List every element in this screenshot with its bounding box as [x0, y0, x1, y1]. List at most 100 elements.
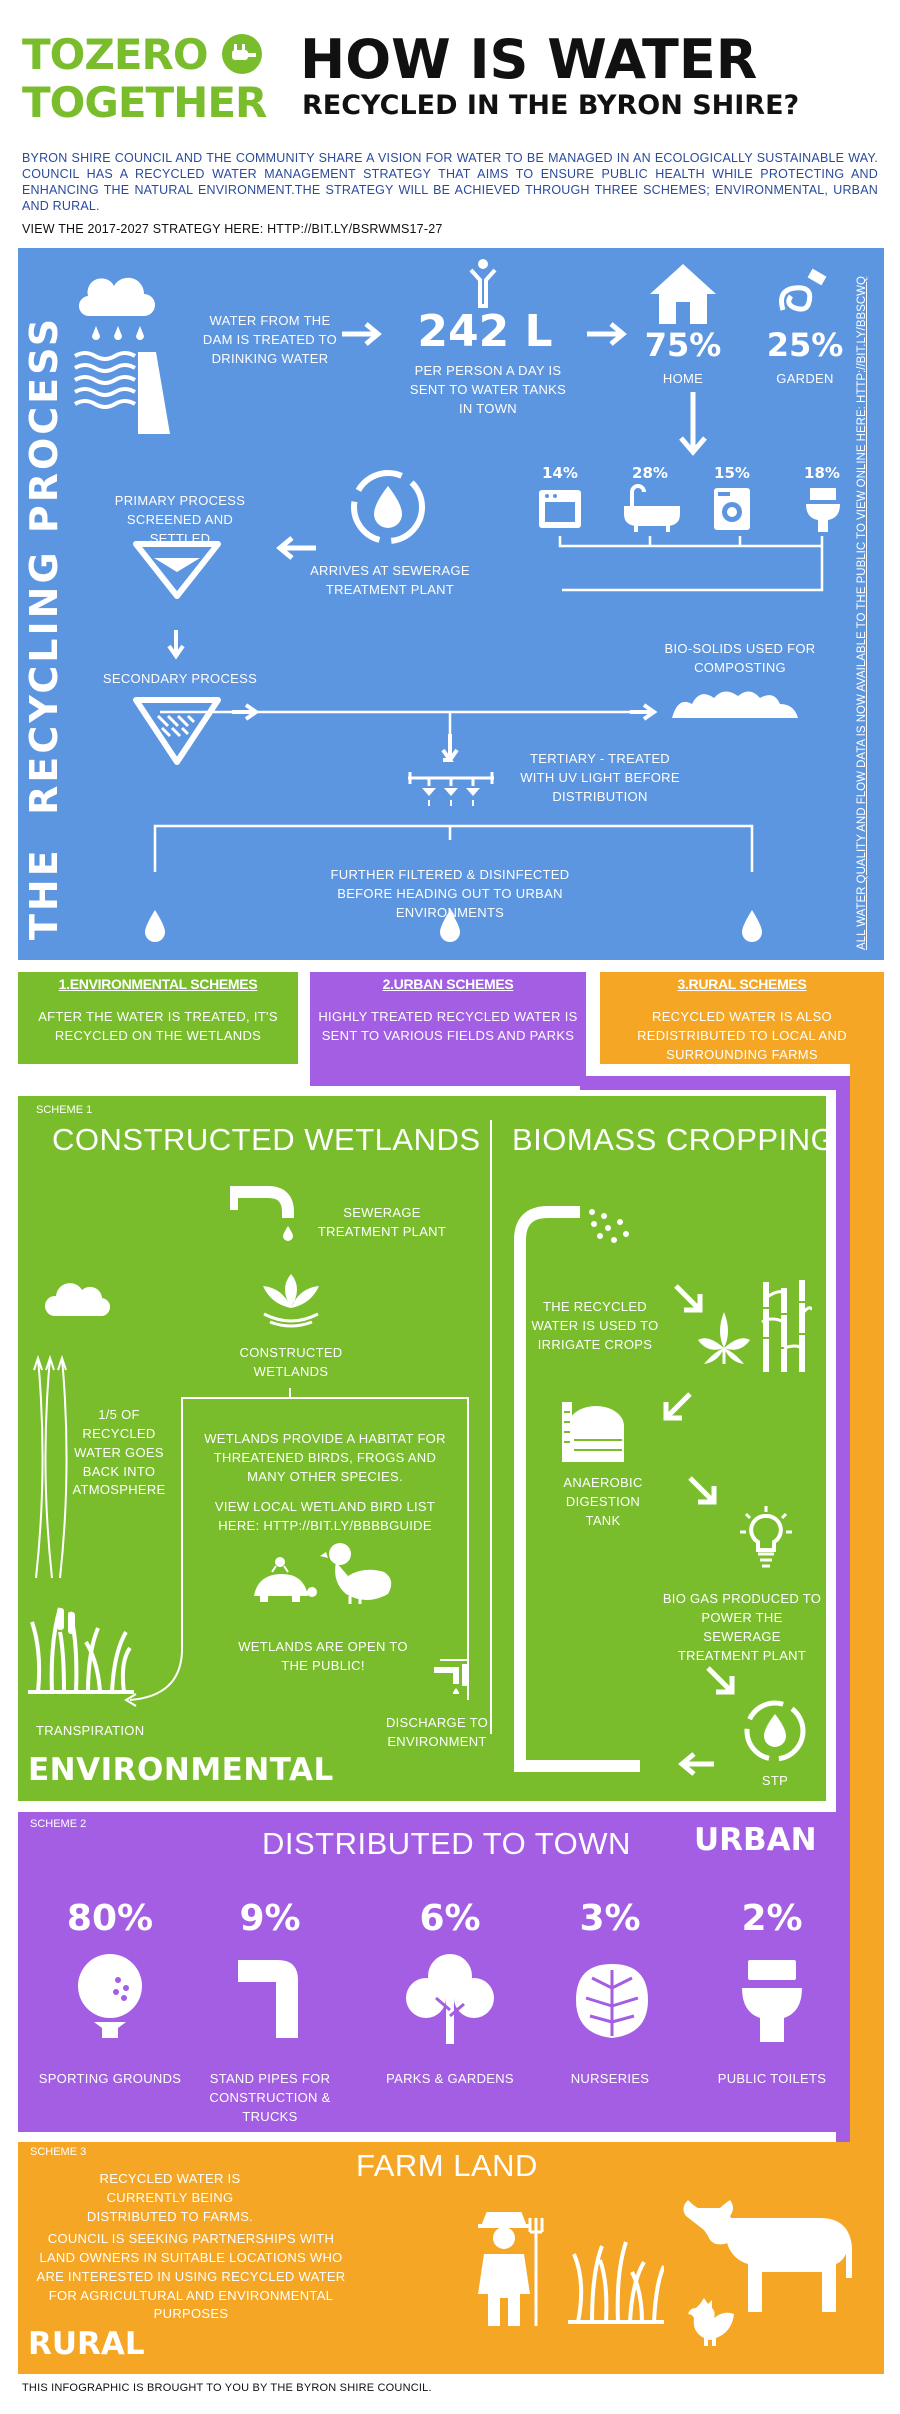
arrives-text: ARRIVES AT SEWERAGE TREATMENT PLANT	[310, 563, 470, 597]
arrow-right-icon	[585, 322, 629, 346]
recycling-process-panel	[18, 248, 884, 960]
habitat-text: WETLANDS PROVIDE A HABITAT FOR THREATENE…	[204, 1431, 446, 1484]
filtered-text: FURTHER FILTERED & DISINFECTED BEFORE HE…	[330, 867, 570, 920]
urban-pct-standpipes: 9%	[239, 1898, 301, 1939]
garden-pct: 25%	[766, 326, 844, 364]
cow-icon	[680, 2196, 856, 2312]
scheme-rural-text: RECYCLED WATER IS ALSO REDISTRIBUTED TO …	[637, 1009, 847, 1062]
scheme-env-header	[18, 972, 298, 1064]
reeds-icon	[28, 1600, 134, 1696]
laundry-pct: 15%	[714, 464, 750, 482]
scheme-env-text: AFTER THE WATER IS TREATED, IT'S RECYCLE…	[38, 1009, 278, 1043]
fifth-text: 1/5 OF RECYCLED WATER GOES BACK INTO ATM…	[72, 1407, 166, 1498]
biogas-text: BIO GAS PRODUCED TO POWER THE SEWERAGE T…	[662, 1591, 822, 1663]
discharge-text: DISCHARGE TO ENVIRONMENT	[385, 1715, 489, 1749]
footer-text: THIS INFOGRAPHIC IS BROUGHT TO YOU BY TH…	[22, 2382, 432, 2394]
urban-label-sporting: SPORTING GROUNDS	[38, 2071, 182, 2086]
sprinkler-drops-icon	[584, 1208, 634, 1248]
toilet-icon	[804, 486, 842, 534]
arrow-down-icon	[440, 734, 460, 764]
scheme2-label: SCHEME 2	[30, 1818, 87, 1830]
recycle-drop-icon	[740, 1696, 810, 1766]
urban-label-toilets: PUBLIC TOILETS	[717, 2071, 827, 2086]
primary-filter-icon	[132, 540, 222, 600]
garden-label: GARDEN	[776, 371, 834, 386]
rural-text-1: RECYCLED WATER IS CURRENTLY BEING DISTRI…	[86, 2171, 254, 2224]
logo-to: TO	[22, 30, 85, 79]
turtle-icon	[248, 1556, 318, 1606]
farmer-icon	[470, 2210, 550, 2328]
bath-icon	[622, 484, 682, 532]
urban-pct-toilets: 2%	[741, 1898, 803, 1939]
toilet-icon	[740, 1958, 804, 2044]
biosolids-text: BIO-SOLIDS USED FOR COMPOSTING	[664, 641, 816, 675]
person-icon	[468, 258, 498, 308]
washing-machine-icon	[712, 486, 752, 532]
arrow-down-icon	[678, 392, 708, 462]
rural-title: FARM LAND	[356, 2148, 538, 2183]
strategy-link[interactable]: VIEW THE 2017-2027 STRATEGY HERE: HTTP:/…	[22, 222, 443, 236]
dam-text: WATER FROM THE DAM IS TREATED TO DRINKIN…	[202, 313, 338, 366]
irrigation-pipe	[514, 1206, 640, 1772]
arrow-diag-icon	[672, 1282, 706, 1316]
per-person-text: PER PERSON A DAY IS SENT TO WATER TANKS …	[409, 363, 567, 416]
bath-pct: 28%	[632, 464, 668, 482]
discharge-pipe-icon	[432, 1664, 472, 1694]
scheme-urban-header	[310, 972, 586, 1064]
arrow-right-icon	[340, 322, 384, 346]
urban-pct-nurseries: 3%	[579, 1898, 641, 1939]
arrow-right-icon	[628, 702, 658, 722]
urban-pct-parks: 6%	[419, 1898, 481, 1939]
bird-list-text[interactable]: VIEW LOCAL WETLAND BIRD LIST HERE: HTTP:…	[214, 1499, 436, 1533]
per-person-value: 242 L	[417, 306, 553, 357]
urban-label-parks: PARKS & GARDENS	[386, 2071, 514, 2086]
hose-icon	[775, 266, 831, 320]
drop-icon	[143, 908, 167, 942]
toilet-pct: 18%	[804, 464, 840, 482]
page-title: HOW IS WATER	[300, 28, 758, 91]
arrow-left-icon	[274, 536, 318, 560]
intro-text: BYRON SHIRE COUNCIL AND THE COMMUNITY SH…	[22, 151, 878, 213]
light-bulb-icon	[738, 1506, 794, 1572]
chicken-icon	[688, 2298, 736, 2350]
urban-label-standpipes: STAND PIPES FOR CONSTRUCTION & TRUCKS	[209, 2071, 331, 2124]
bamboo-icon	[754, 1278, 812, 1374]
arrow-left-icon	[676, 1752, 716, 1776]
scheme-env-title: 1.ENVIRONMENTAL SCHEMES	[58, 976, 258, 992]
cannabis-icon	[694, 1310, 754, 1366]
arrow-right-icon	[230, 702, 260, 722]
scheme-urban-title: 2.URBAN SCHEMES	[382, 976, 514, 992]
tertiary-text: TERTIARY - TREATED WITH UV LIGHT BEFORE …	[520, 751, 680, 804]
orange-connector	[850, 1064, 884, 2154]
scheme-urban-text: HIGHLY TREATED RECYCLED WATER IS SENT TO…	[318, 1009, 578, 1043]
env-flow-lines	[33, 1354, 469, 1707]
uv-light-icon	[404, 770, 498, 810]
drop-icon	[438, 908, 462, 942]
duck-icon	[320, 1540, 396, 1606]
open-to-public-text: WETLANDS ARE OPEN TO THE PUBLIC!	[238, 1639, 408, 1673]
scheme-rural-title: 3.RURAL SCHEMES	[677, 976, 807, 992]
cloud-icon	[44, 1280, 110, 1320]
purple-connector	[310, 1064, 586, 1086]
golf-ball-icon	[72, 1952, 148, 2042]
urban-pct-sporting: 80%	[66, 1898, 154, 1939]
tap-icon	[228, 1186, 304, 1242]
arrow-diag-icon	[704, 1664, 738, 1698]
arrow-down-icon	[166, 630, 186, 660]
home-label: HOME	[662, 371, 704, 386]
scheme1-label: SCHEME 1	[36, 1104, 93, 1116]
page-subtitle: RECYCLED IN THE BYRON SHIRE?	[302, 90, 800, 121]
compost-icon	[668, 686, 808, 722]
biomass-title: BIOMASS CROPPING	[512, 1122, 836, 1157]
irrigate-text: THE RECYCLED WATER IS USED TO IRRIGATE C…	[531, 1299, 659, 1352]
secondary-text: SECONDARY PROCESS	[102, 671, 258, 686]
stand-pipe-icon	[234, 1956, 304, 2040]
scheme-rural-header	[600, 972, 884, 1064]
kitchen-pct: 14%	[542, 464, 578, 482]
home-pct: 75%	[644, 326, 722, 364]
logo-zero: ZERO	[84, 30, 208, 79]
anaerobic-text: ANAEROBIC DIGESTION TANK	[563, 1475, 643, 1528]
urban-title: DISTRIBUTED TO TOWN	[262, 1826, 631, 1861]
dam-icon	[70, 268, 180, 438]
rural-text-2: COUNCIL IS SEEKING PARTNERSHIPS WITH LAN…	[36, 2231, 346, 2322]
